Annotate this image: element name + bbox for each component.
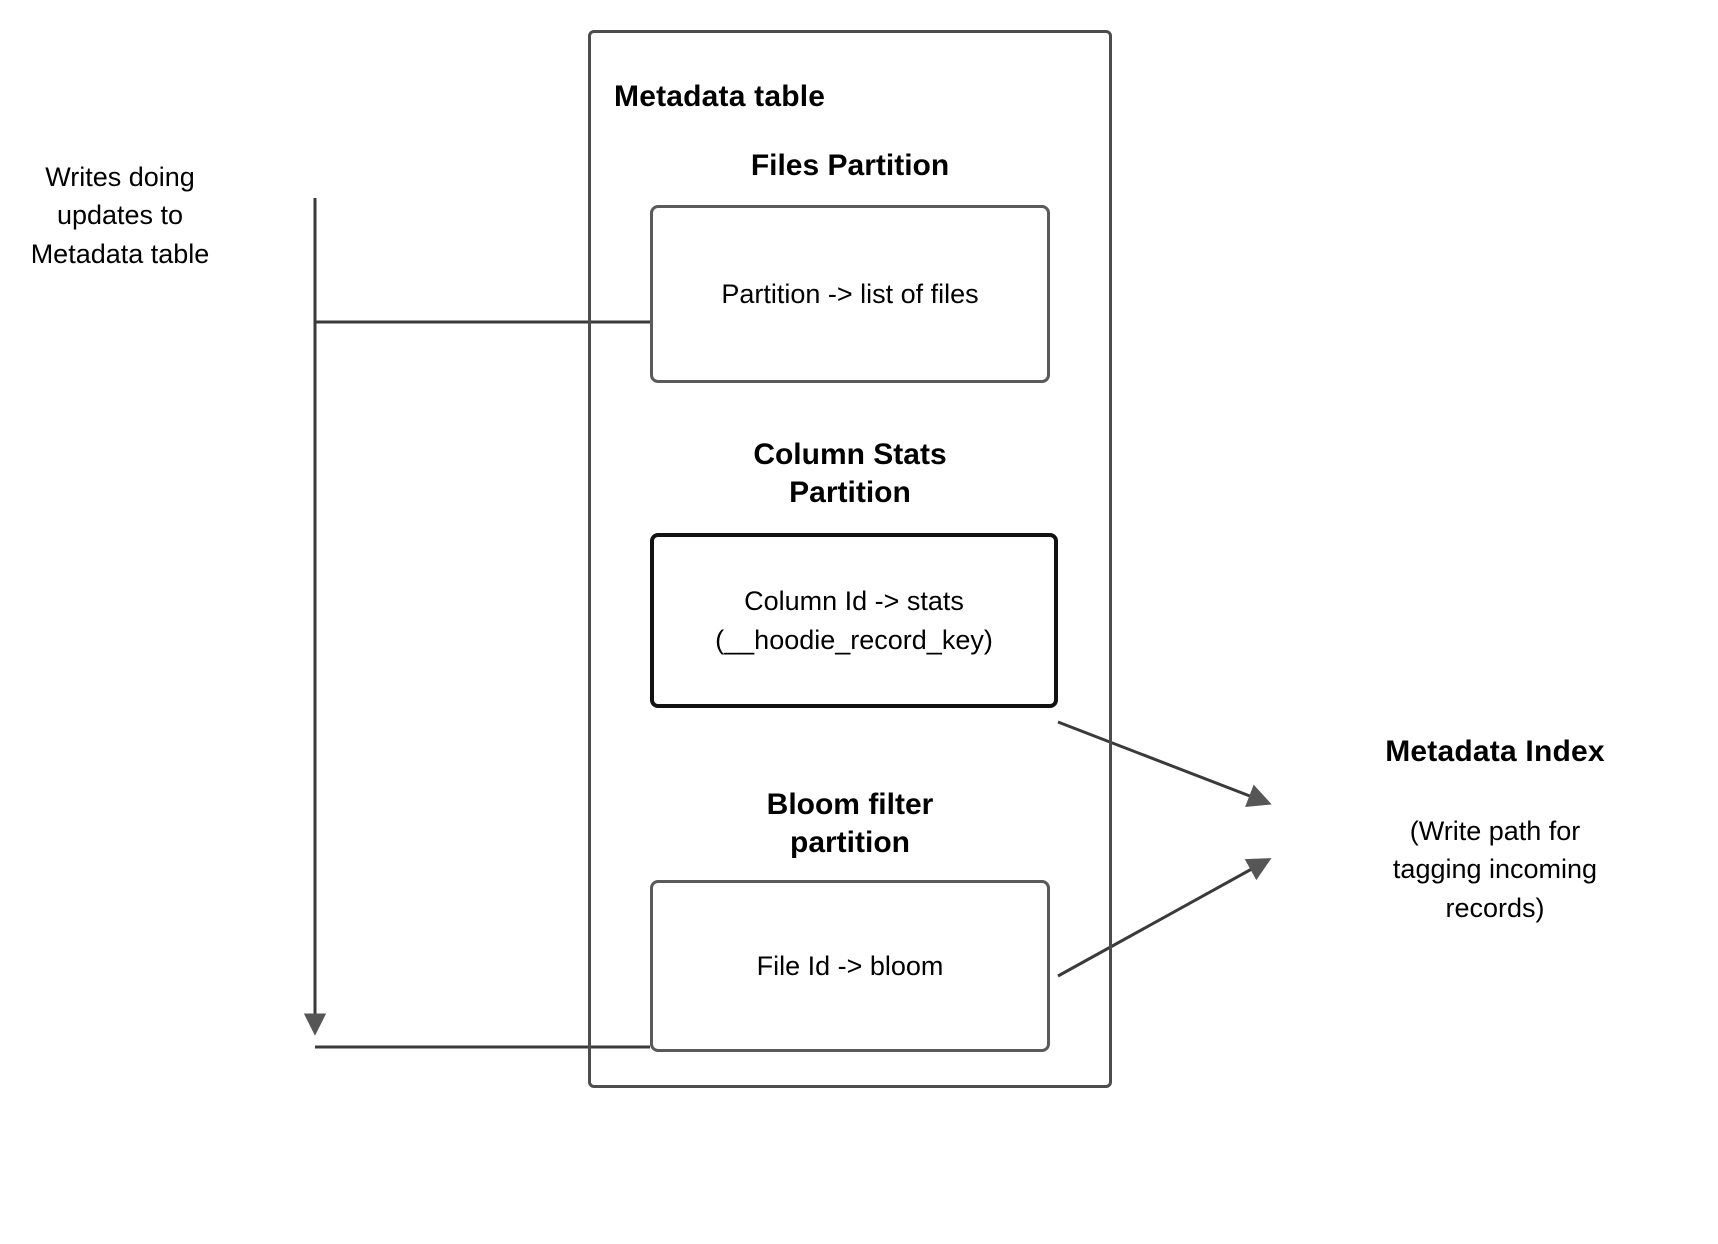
column-stats-partition-heading: Column Stats Partition (640, 436, 1060, 513)
column-stats-heading-line-1: Column Stats (753, 438, 947, 471)
metadata-table-container (588, 30, 1112, 1088)
metadata-index-caption-line-2: tagging incoming (1392, 854, 1598, 885)
metadata-index-caption: (Write path for tagging incoming records… (1305, 812, 1685, 927)
writes-annotation-line-3: Metadata table (30, 238, 210, 269)
bloom-filter-heading-line-2: partition (790, 826, 910, 860)
column-stats-box-text-line-1: Column Id -> stats (744, 586, 964, 617)
writes-annotation-line-1: Writes doing (45, 162, 195, 192)
files-partition-heading: Files Partition (640, 147, 1060, 185)
metadata-index-caption-line-3: records) (1445, 892, 1545, 923)
metadata-index-title: Metadata Index (1385, 735, 1605, 768)
column-stats-box-text: Column Id -> stats (__hoodie_record_key) (715, 582, 993, 659)
files-partition-heading-text: Files Partition (750, 149, 950, 182)
column-stats-partition-box: Column Id -> stats (__hoodie_record_key) (650, 533, 1058, 708)
bloom-filter-box-text: File Id -> bloom (756, 950, 944, 981)
bloom-filter-partition-heading: Bloom filter partition (640, 786, 1060, 863)
writes-annotation-line-2: updates to (56, 200, 184, 231)
files-partition-box: Partition -> list of files (650, 205, 1050, 383)
metadata-table-title: Metadata table (614, 80, 826, 113)
files-partition-box-text: Partition -> list of files (721, 278, 979, 309)
writes-annotation: Writes doing updates to Metadata table (0, 158, 240, 273)
column-stats-heading-line-2: Partition (789, 476, 911, 510)
bloom-filter-partition-box: File Id -> bloom (650, 880, 1050, 1052)
column-stats-box-text-line-2: (__hoodie_record_key) (715, 624, 993, 655)
metadata-index-caption-line-1: (Write path for (1409, 816, 1581, 846)
bloom-filter-heading-line-1: Bloom filter (766, 788, 934, 821)
